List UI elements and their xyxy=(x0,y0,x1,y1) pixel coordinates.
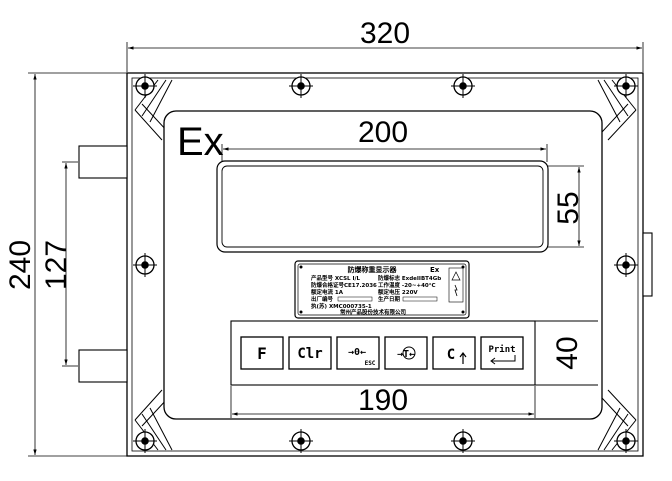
left-mount-tabs xyxy=(78,145,128,383)
key-c[interactable]: C xyxy=(432,336,476,370)
nameplate: 防爆称重显示器 Ex 产品型号 XCSL I/L 防爆合格证号CE17.2036… xyxy=(294,260,470,319)
nameplate-line: 产品型号 XCSL I/L xyxy=(311,274,361,282)
dim-keypad-width-label: 190 xyxy=(358,384,408,417)
dim-display-width: 200 xyxy=(221,116,548,162)
nameplate-ex: Ex xyxy=(430,266,440,274)
nameplate-line-right: 生产日期 xyxy=(378,295,401,303)
key-c-label: C xyxy=(447,347,455,363)
key-tare-label: →T← xyxy=(397,349,415,360)
key-zero-sub: ESC xyxy=(365,360,376,367)
up-arrow-icon xyxy=(459,352,467,364)
dim-total-width-label: 320 xyxy=(360,17,410,50)
dim-display-height-label: 55 xyxy=(552,191,585,224)
tare-icon xyxy=(402,346,416,360)
dim-inner-height-label: 127 xyxy=(40,240,73,290)
key-f-label: F xyxy=(257,344,267,363)
dim-keypad-height: 40 xyxy=(551,336,584,369)
dim-total-width: 320 xyxy=(126,17,644,72)
nameplate-title: 防爆称重显示器 xyxy=(348,265,398,274)
nameplate-line: 常州产品股份技术有限公司 xyxy=(340,308,406,316)
dim-keypad-width: 190 xyxy=(230,384,536,418)
nameplate-line: 防爆合格证号CE17.2036 xyxy=(311,281,377,289)
nameplate-symbol xyxy=(448,267,464,303)
nameplate-line: 执(苏) XMC000735-1 xyxy=(311,302,372,310)
right-connector xyxy=(642,232,653,297)
nameplate-line-right: 防爆标志 ExdeIIBT4Gb xyxy=(378,274,441,282)
nameplate-line-right: 工作温度 -20~+40°C xyxy=(378,281,436,289)
dim-total-height-label: 240 xyxy=(4,240,37,290)
key-clr[interactable]: Clr xyxy=(288,336,332,370)
dim-keypad-height-label: 40 xyxy=(551,336,584,369)
key-tare[interactable]: →T← xyxy=(384,336,428,370)
dim-display-height: 55 xyxy=(548,165,585,248)
key-zero[interactable]: →0← ESC xyxy=(336,336,380,370)
key-clr-label: Clr xyxy=(297,346,322,362)
dim-inner-height: 127 xyxy=(40,161,78,367)
nameplate-line: 出厂编号 xyxy=(311,295,334,303)
key-print-label: Print xyxy=(488,344,515,355)
key-zero-label: →0← xyxy=(348,347,366,358)
nameplate-line-right: 额定电压 220V xyxy=(378,288,418,296)
dim-total-height: 240 xyxy=(4,72,127,457)
key-f[interactable]: F xyxy=(240,336,284,370)
key-print[interactable]: Print xyxy=(480,336,524,370)
ex-mark: Ex xyxy=(177,120,224,164)
display-window xyxy=(216,160,549,253)
enter-arrow-icon xyxy=(490,355,516,365)
dim-display-width-label: 200 xyxy=(358,116,408,149)
nameplate-line: 额定电流 1A xyxy=(311,288,344,296)
